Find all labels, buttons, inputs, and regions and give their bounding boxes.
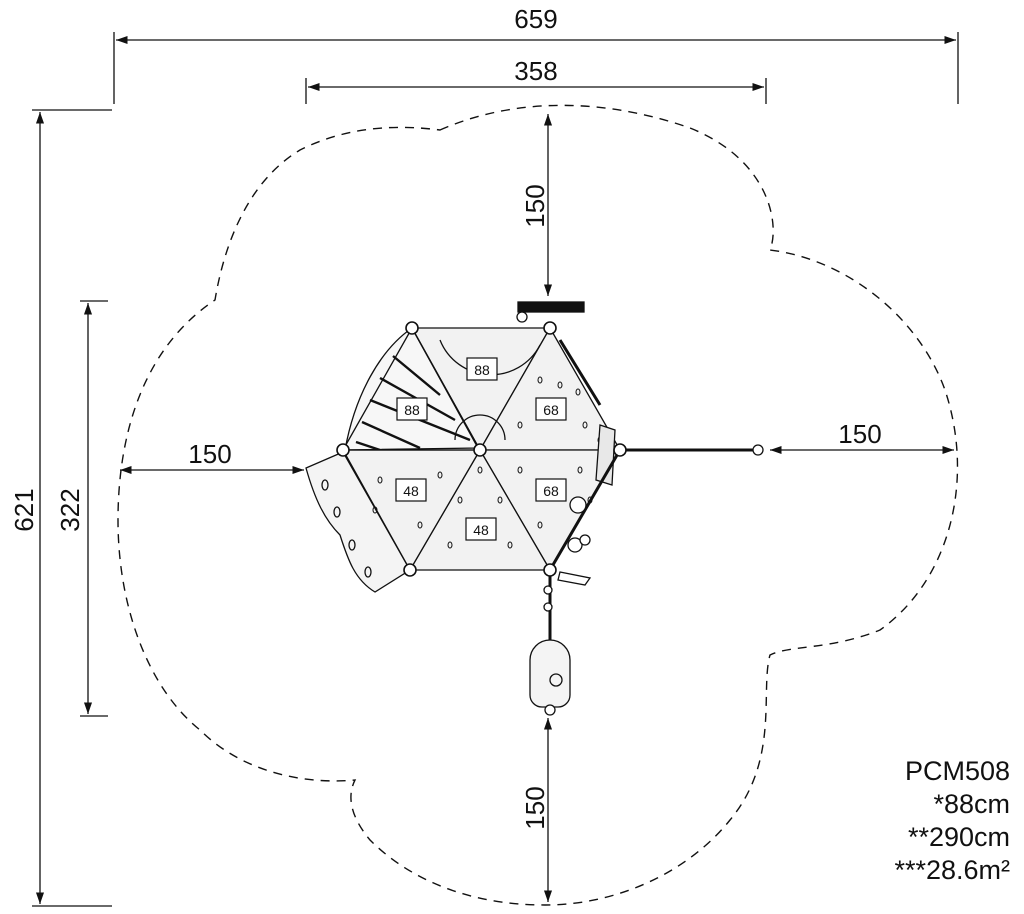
bottom-bolt-1 [543, 585, 553, 595]
safety-area: ***28.6m² [894, 855, 1010, 885]
dimension-overall-width: 659 [113, 4, 959, 104]
deck-label-lower-left: 48 [403, 483, 419, 499]
dimension-clearance-right: 150 [770, 419, 954, 455]
deck-label-top-center: 88 [474, 362, 490, 378]
spring-rider [529, 639, 571, 708]
play-structure [305, 301, 764, 716]
dimension-label-clearance-right: 150 [838, 419, 881, 449]
dimension-clearance-left: 150 [119, 439, 304, 475]
platform-height: *88cm [933, 789, 1010, 819]
dimension-label-clearance-bottom: 150 [520, 786, 550, 829]
dimension-structure-width: 358 [305, 56, 767, 104]
right-anchor [752, 444, 764, 456]
left-panel-holes [321, 479, 372, 578]
deck-upper-left [341, 326, 482, 451]
dimension-label-clearance-left: 150 [188, 439, 231, 469]
deck-label-lower-right: 68 [543, 483, 559, 499]
dimension-label-structure-depth: 322 [55, 488, 85, 531]
deck-label-upper-left: 88 [404, 402, 420, 418]
spring-rider-base [544, 704, 556, 716]
free-fall-height: **290cm [907, 822, 1010, 852]
structure-nodes [336, 321, 627, 577]
safety-zone-outline [117, 104, 959, 906]
product-model: PCM508 [904, 756, 1010, 786]
dimension-overall-depth: 621 [9, 109, 112, 907]
left-climbing-panel [305, 451, 411, 593]
center-hub-arc [454, 414, 506, 441]
top-ladder [516, 301, 602, 406]
bottom-bolt-2 [543, 602, 553, 612]
dimension-structure-depth: 322 [55, 300, 108, 717]
dimension-label-clearance-top: 150 [520, 184, 550, 227]
right-handle-2 [567, 537, 583, 553]
dimension-label-structure-width: 358 [514, 56, 557, 86]
dimension-label-overall-depth: 621 [9, 488, 39, 531]
right-handle [569, 496, 587, 514]
dimension-label-overall-width: 659 [514, 4, 557, 34]
dimension-clearance-top: 150 [520, 114, 553, 296]
bottom-right-handle [557, 571, 592, 586]
product-info-block: PCM508 *88cm **290cm ***28.6m² [894, 755, 1010, 887]
deck-perforations [372, 376, 603, 549]
spring-rider-seat [549, 673, 563, 687]
dimension-clearance-bottom: 150 [520, 718, 553, 902]
right-side-rail [595, 424, 616, 486]
right-handle-3 [579, 534, 591, 546]
deck-label-bottom-center: 48 [473, 522, 489, 538]
deck-label-upper-right: 68 [543, 402, 559, 418]
deck-labels: 88 88 68 48 68 48 [395, 357, 567, 541]
